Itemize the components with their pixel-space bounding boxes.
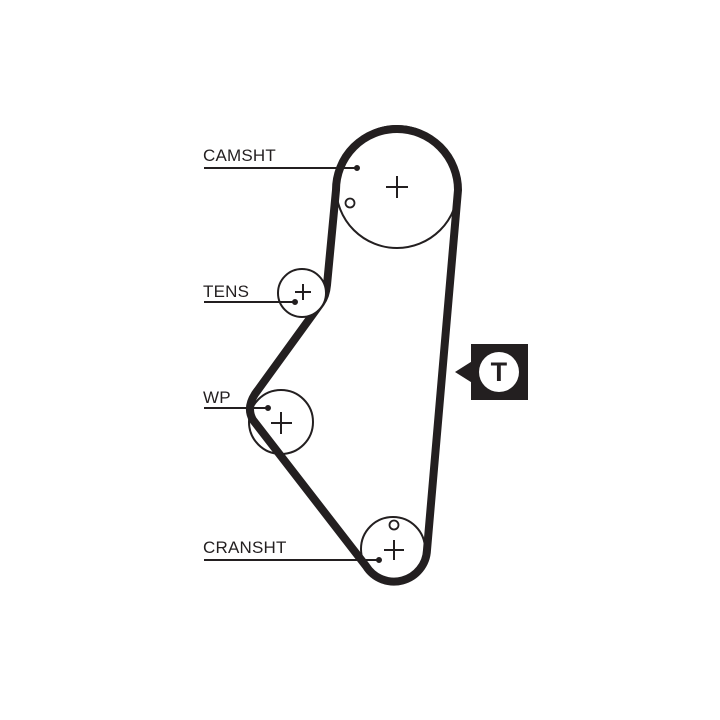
tensioner-badge-icon <box>455 344 528 400</box>
camshaft-label: CAMSHT <box>203 146 276 165</box>
tensioner-pulley <box>277 268 327 318</box>
crankshaft-label: CRANSHT <box>203 538 287 557</box>
timing-belt <box>246 125 462 586</box>
leader-lines <box>204 165 382 563</box>
water-pump-label: WP <box>203 388 231 407</box>
tensioner-badge-letter: T <box>490 357 508 387</box>
crankshaft-timing-mark-icon <box>388 519 400 531</box>
camshaft-pulley <box>335 125 459 249</box>
crankshaft-pulley <box>360 516 426 582</box>
water-pump-pulley <box>248 389 314 455</box>
camshaft-timing-mark-icon <box>344 197 356 209</box>
tensioner-label: TENS <box>203 282 250 301</box>
